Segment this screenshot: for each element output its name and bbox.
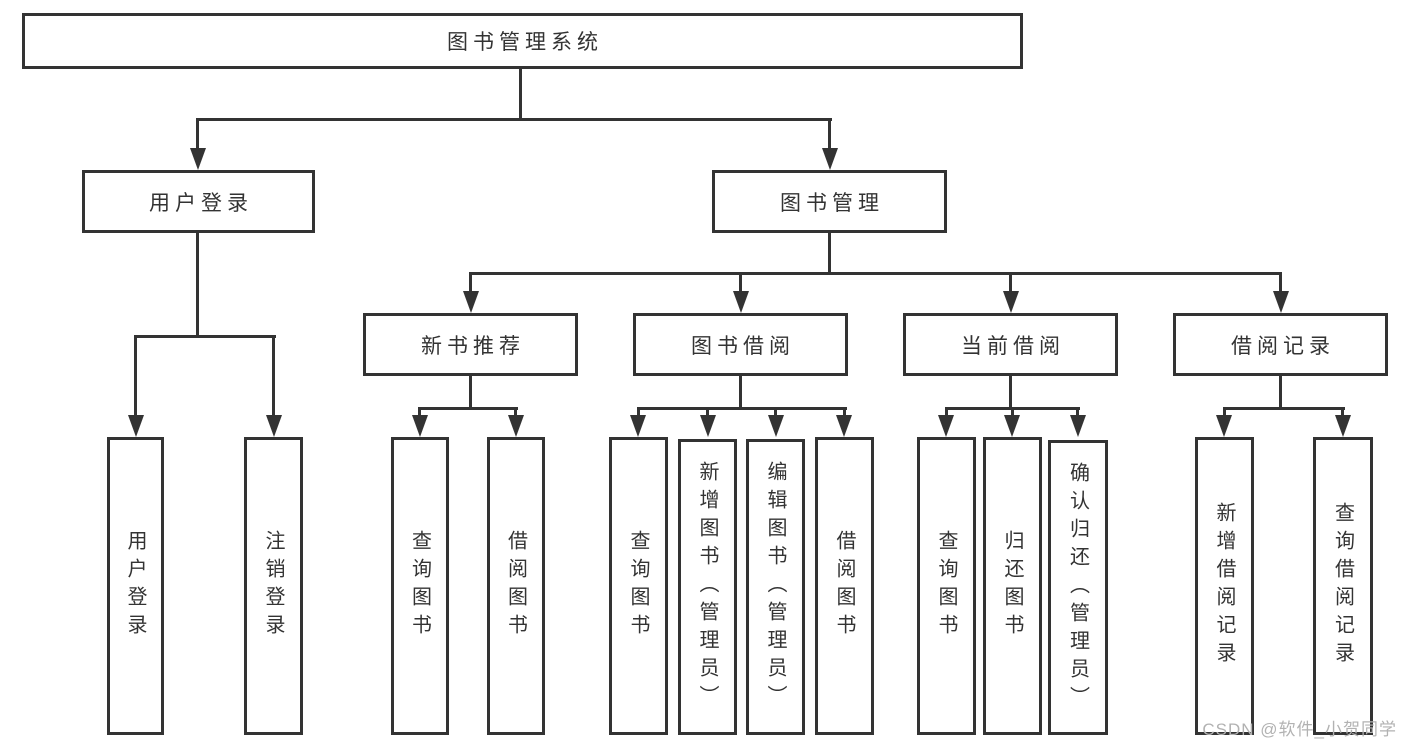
connector-line [828, 118, 831, 149]
arrow-head [1003, 291, 1019, 313]
connector-line [514, 407, 517, 416]
connector-line [828, 233, 831, 272]
node-new-book-recommendation: 新书推荐 [363, 313, 578, 376]
leaf-edit-book-admin: 编辑图书（管理员） [746, 439, 805, 735]
connector-line [774, 407, 777, 416]
arrow-head [822, 148, 838, 170]
connector-line [469, 272, 472, 292]
connector-line [469, 272, 1282, 275]
connector-line [1341, 407, 1344, 416]
leaf-query-books-borrowing: 查询图书 [609, 437, 668, 735]
arrow-head [768, 415, 784, 437]
arrow-head [412, 415, 428, 437]
connector-line [637, 407, 847, 410]
node-library-management-system: 图书管理系统 [22, 13, 1023, 69]
connector-line [134, 335, 276, 338]
connector-line [272, 335, 275, 416]
connector-line [843, 407, 846, 416]
node-borrowing-records: 借阅记录 [1173, 313, 1388, 376]
arrow-head [1004, 415, 1020, 437]
arrow-head [266, 415, 282, 437]
connector-line [134, 335, 137, 416]
connector-line [1009, 376, 1012, 407]
arrow-head [128, 415, 144, 437]
connector-line [739, 376, 742, 407]
leaf-return-book: 归还图书 [983, 437, 1042, 735]
arrow-head [836, 415, 852, 437]
csdn-watermark: CSDN @软件_小贺同学 [1202, 720, 1397, 739]
arrow-head [630, 415, 646, 437]
leaf-borrow-books-recommend: 借阅图书 [487, 437, 545, 735]
leaf-query-books-recommend: 查询图书 [391, 437, 449, 735]
connector-line [418, 407, 518, 410]
connector-line [706, 407, 709, 416]
node-current-borrowing: 当前借阅 [903, 313, 1118, 376]
connector-line [196, 118, 199, 149]
node-book-management: 图书管理 [712, 170, 947, 233]
connector-line [1223, 407, 1345, 410]
arrow-head [733, 291, 749, 313]
connector-line [739, 272, 742, 292]
connector-line [1279, 376, 1282, 407]
connector-line [1009, 272, 1012, 292]
arrow-head [1070, 415, 1086, 437]
arrow-head [1335, 415, 1351, 437]
connector-line [637, 407, 640, 416]
connector-line [945, 407, 948, 416]
arrow-head [190, 148, 206, 170]
connector-line [1279, 272, 1282, 292]
arrow-head [508, 415, 524, 437]
arrow-head [463, 291, 479, 313]
connector-line [1223, 407, 1226, 416]
arrow-head [1216, 415, 1232, 437]
node-user-login: 用户登录 [82, 170, 315, 233]
connector-line [196, 233, 199, 335]
arrow-head [700, 415, 716, 437]
leaf-user-login: 用户登录 [107, 437, 164, 735]
leaf-logout: 注销登录 [244, 437, 303, 735]
leaf-query-borrow-record: 查询借阅记录 [1313, 437, 1373, 735]
node-book-borrowing: 图书借阅 [633, 313, 848, 376]
leaf-confirm-return-admin: 确认归还（管理员） [1048, 440, 1108, 735]
leaf-add-book-admin: 新增图书（管理员） [678, 439, 737, 735]
connector-line [1011, 407, 1014, 416]
connector-line [418, 407, 421, 416]
connector-line [196, 118, 832, 121]
leaf-borrow-books-borrowing: 借阅图书 [815, 437, 874, 735]
arrow-head [938, 415, 954, 437]
leaf-query-books-current: 查询图书 [917, 437, 976, 735]
connector-line [469, 376, 472, 407]
leaf-add-borrow-record: 新增借阅记录 [1195, 437, 1254, 735]
connector-line [1076, 407, 1079, 416]
connector-line [519, 69, 522, 118]
arrow-head [1273, 291, 1289, 313]
